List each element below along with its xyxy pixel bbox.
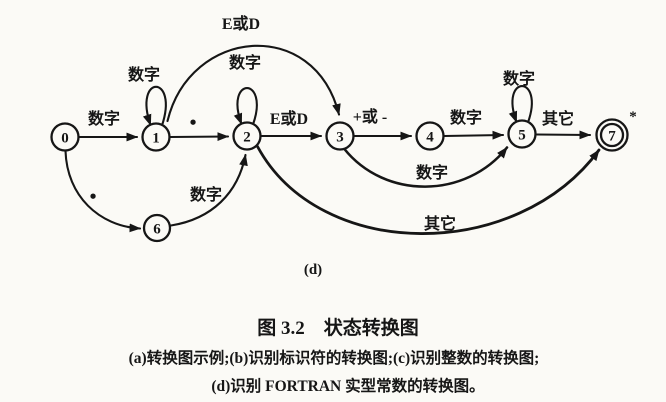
label-self-loop-1: 数字: [128, 65, 160, 84]
label-self-loop-2: 数字: [229, 53, 261, 72]
caption-line-abc: (a)转换图示例;(b)识别标识符的转换图;(c)识别整数的转换图;: [129, 348, 540, 367]
state-4-label: 4: [426, 130, 434, 146]
edge-2-to-7-arc: [256, 145, 601, 235]
label-self-loop-5: 数字: [503, 69, 535, 88]
state-4: 4: [415, 121, 445, 151]
label-edge-4-5: 数字: [450, 108, 482, 127]
label-edge-2-7: 其它: [424, 214, 456, 233]
label-edge-0-1: 数字: [88, 109, 120, 128]
label-edge-6-2: 数字: [190, 185, 222, 204]
state-6: 6: [142, 213, 172, 243]
final-state-star: *: [629, 109, 637, 125]
label-edge-3-4: +或 -: [353, 107, 387, 126]
state-5-circle: [507, 119, 537, 149]
edge-4-to-5: [443, 130, 505, 140]
state-4-circle: [415, 121, 445, 151]
state-7-final: 7 *: [595, 109, 637, 152]
state-1-label: 1: [152, 131, 160, 147]
state-2-label: 2: [243, 130, 251, 146]
state-6-label: 6: [153, 222, 161, 238]
self-loop-state-2: [233, 87, 258, 126]
edge-0-to-6-arc: [64, 149, 142, 233]
label-edge-5-7: 其它: [542, 109, 574, 128]
subfigure-label: (d): [304, 262, 322, 278]
label-edge-0-6-dot: •: [88, 188, 98, 206]
label-edge-2-3: E或D: [270, 109, 308, 128]
state-0-label: 0: [61, 131, 69, 147]
label-edge-1-2-dot: •: [188, 114, 198, 132]
label-edge-3-5: 数字: [416, 163, 448, 182]
state-1-circle: [141, 122, 171, 152]
edge-1-to-2: [169, 132, 230, 141]
edge-3-to-5-arc: [342, 146, 509, 188]
state-5-label: 5: [518, 128, 526, 144]
edge-1-to-3-arc: [166, 44, 341, 123]
state-2-circle: [232, 121, 262, 151]
state-7-inner-circle: [599, 122, 625, 148]
state-3-label: 3: [336, 130, 344, 146]
caption-title: 图 3.2 状态转换图: [257, 316, 419, 339]
edge-5-to-7: [535, 130, 592, 140]
state-0: 0: [50, 122, 80, 152]
edge-6-to-2-arc: [169, 153, 248, 227]
state-0-circle: [50, 122, 80, 152]
state-1: 1: [141, 122, 171, 152]
state-7-label: 7: [608, 129, 616, 145]
state-6-circle: [142, 213, 172, 243]
state-3-circle: [325, 121, 355, 151]
state-5: 5: [507, 119, 537, 149]
state-2: 2: [232, 121, 262, 151]
self-loop-state-1: [142, 85, 167, 127]
caption-line-d: (d)识别 FORTRAN 实型常数的转换图。: [211, 376, 484, 395]
state-3: 3: [325, 121, 355, 151]
label-edge-1-3: E或D: [222, 14, 260, 33]
self-loop-state-5: [508, 85, 533, 124]
